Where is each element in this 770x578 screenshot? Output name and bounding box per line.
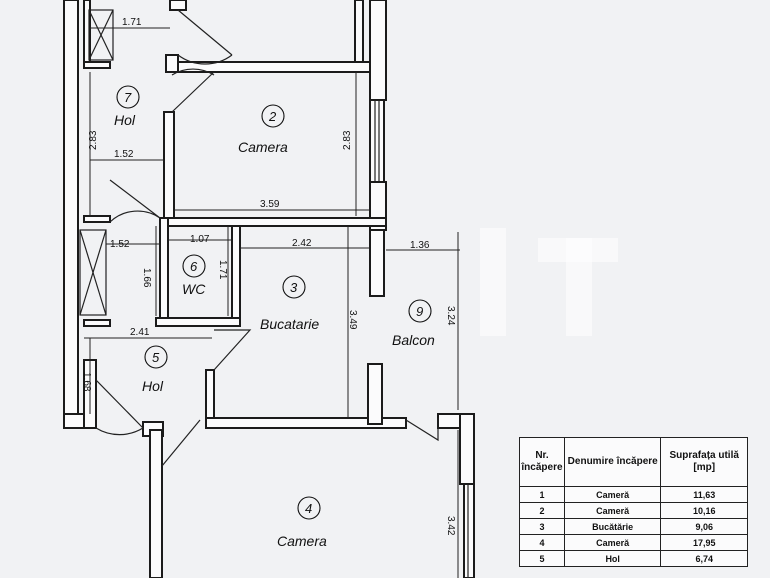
table-cell: 5 (519, 550, 565, 567)
room-number: 3 (290, 280, 298, 295)
dimension-label: 1.52 (110, 239, 130, 250)
wall (169, 0, 187, 11)
wall (163, 111, 175, 219)
table-row: 5 Hol 6,74 (519, 550, 748, 567)
room-number: 7 (124, 90, 132, 105)
door-swing (95, 379, 144, 436)
dimension-label: 1.68 (81, 372, 92, 392)
wall (149, 429, 163, 578)
dimension-label: 2.41 (130, 327, 150, 338)
room-number-circle (116, 85, 140, 109)
room-number: 5 (152, 350, 160, 365)
dimension-label: 3.24 (445, 306, 456, 326)
table-cell: 3 (519, 518, 565, 535)
room-name: Balcon (392, 332, 435, 348)
door-swing (177, 9, 233, 65)
table-header: Denumire încăpere (563, 437, 662, 487)
room-name: Hol (142, 378, 164, 394)
shaft (79, 229, 107, 316)
table-row: 4 Cameră 17,95 (519, 534, 748, 551)
room-name: WC (182, 281, 206, 297)
shaft (88, 9, 114, 61)
shaft-cross (88, 9, 114, 61)
wall (165, 54, 179, 73)
wall (369, 229, 385, 297)
dimension-label: 2.42 (292, 238, 312, 249)
dimension-label: 3.42 (445, 516, 456, 536)
watermark-logo (480, 228, 618, 336)
room-number-circle (144, 345, 168, 369)
wall (159, 217, 387, 227)
room-name: Hol (114, 112, 136, 128)
room-number: 4 (305, 501, 312, 516)
dimension-label: 1.71 (217, 260, 228, 280)
room-number-circle (182, 254, 206, 278)
table-cell: 4 (519, 534, 565, 551)
room-number-circle (297, 496, 321, 520)
table-cell: 11,63 (660, 486, 748, 503)
shaft-cross (79, 229, 107, 316)
table-cell: 9,06 (660, 518, 748, 535)
wall (369, 0, 387, 101)
table-cell: 17,95 (660, 534, 748, 551)
door-swing (109, 179, 161, 223)
area-table: Nr. încăpere Denumire încăpere Suprafața… (519, 437, 748, 567)
table-cell: Cameră (563, 502, 662, 519)
wall (159, 217, 169, 319)
door-swing (171, 68, 215, 113)
room-number: 9 (416, 304, 423, 319)
table-header: Nr. încăpere (519, 437, 565, 487)
room-number: 2 (268, 109, 277, 124)
dimension-label: 3.59 (260, 199, 280, 210)
table-header-row: Nr. încăpere Denumire încăpere Suprafața… (519, 437, 748, 487)
table-cell: Cameră (563, 534, 662, 551)
room-name: Bucatarie (260, 316, 319, 332)
table-header: Suprafața utilă [mp] (660, 437, 748, 487)
dimension-label: 1.52 (114, 149, 134, 160)
door-swing (405, 418, 439, 442)
wall (459, 413, 475, 485)
table-row: 1 Cameră 11,63 (519, 486, 748, 503)
table-cell: Cameră (563, 486, 662, 503)
room-number: 6 (190, 259, 198, 274)
wall (155, 317, 241, 327)
door-swing (213, 329, 252, 371)
door-swing (161, 419, 201, 467)
wall (463, 483, 475, 578)
table-row: 2 Cameră 10,16 (519, 502, 748, 519)
room-name: Camera (238, 139, 288, 155)
table-cell: 2 (519, 502, 565, 519)
dimension-label: 2.83 (88, 130, 99, 150)
wall (63, 0, 79, 429)
table-cell: 6,74 (660, 550, 748, 567)
table-cell: 10,16 (660, 502, 748, 519)
wall (369, 99, 385, 183)
wall (231, 225, 241, 323)
room-name: Camera (277, 533, 327, 549)
room-number-circle (408, 299, 432, 323)
wall (83, 319, 111, 327)
wall (354, 0, 364, 63)
table-cell: Hol (563, 550, 662, 567)
dimension-label: 1.36 (410, 240, 430, 251)
dimension-label: 3.49 (347, 310, 358, 330)
wall (83, 215, 111, 223)
dimension-label: 1.07 (190, 234, 210, 245)
dimension-label: 1.71 (122, 17, 142, 28)
wall (83, 61, 111, 69)
table-row: 3 Bucătărie 9,06 (519, 518, 748, 535)
dimension-label: 1.66 (141, 268, 152, 288)
room-number-circle (282, 275, 306, 299)
dimension-label: 2.83 (342, 130, 353, 150)
room-number-circle (261, 104, 285, 128)
table-cell: Bucătărie (563, 518, 662, 535)
wall (205, 417, 407, 429)
wall (367, 363, 383, 425)
table-cell: 1 (519, 486, 565, 503)
